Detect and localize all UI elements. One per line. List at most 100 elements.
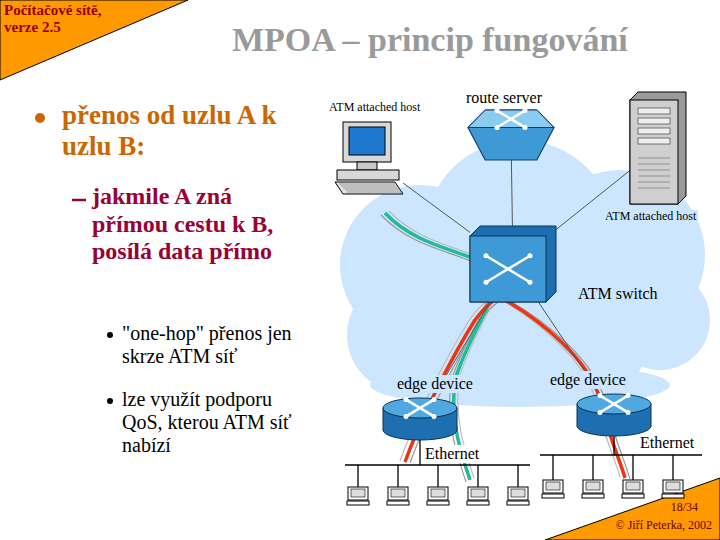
drawing-part [622,480,644,498]
node-label: route server [464,89,544,107]
drawing-part [383,398,457,418]
drawing-part [427,487,449,505]
drawing-part [552,455,553,480]
drawing-part [437,465,438,487]
drawing-part [467,487,489,505]
drawing-part [348,487,368,500]
drawing-part [343,122,391,162]
drawing-part [345,190,401,191]
drawing-part [630,100,678,204]
drawing-part [651,404,652,426]
bullet-text: přenos od uzlu A k uzlu B: [62,100,312,162]
drawing-part [613,436,614,455]
drawing-part [638,176,670,177]
drawing-part [517,465,518,487]
drawing-part [337,170,399,180]
corner-triangle [0,0,188,80]
drawing-part [540,454,702,455]
drawing-part [626,410,631,415]
drawing-part [470,226,556,302]
route-server-icon: route server [468,110,554,160]
drawing-part [432,397,437,402]
drawing-part [577,394,651,414]
drawing-part [357,465,358,487]
drawing-part [387,501,409,505]
node-label: ATM switch [576,285,660,303]
drawing-part [432,414,437,419]
network-link [511,160,512,226]
edge-router: edge device [577,394,651,436]
drawing-part [406,400,434,417]
drawing-part [632,455,633,480]
drawing-part [511,489,525,497]
network-label: Ethernet [638,434,696,452]
drawing-part [388,487,408,500]
drawing-part [598,393,603,398]
node-label: ATM attached host [603,210,698,224]
network-link [403,183,470,232]
drawing-part [477,465,478,487]
drawing-part [638,170,670,171]
drawing-part [383,408,384,430]
node-outline [630,92,686,204]
drawing-part [663,480,683,493]
bullet [107,332,113,338]
drawing-part [404,397,409,402]
drawing-part [542,480,564,498]
drawing-part [486,256,530,282]
drawing-part [468,110,554,160]
drawing-part [583,480,603,493]
drawing-part [528,280,533,285]
drawing-part [623,480,643,493]
drawing-part [431,489,445,497]
drawing-part [471,489,485,497]
page-number: 18/34 [671,501,698,515]
host-computer: ATM attached host [335,122,403,194]
data-flow [381,211,630,482]
drawing-part [486,256,530,282]
drawing-part [470,226,556,302]
node-outline [335,122,403,194]
drawing-part [543,480,563,493]
bullet [35,113,45,123]
bullet [107,398,113,404]
network-label: Ethernet [423,445,481,463]
drawing-part [523,108,528,113]
drawing-part [468,108,554,160]
drawing-part [428,487,448,500]
bullet-text: lze využít podporu QoS, kterou ATM síť n… [122,388,317,457]
bullet-dash [72,199,86,202]
drawing-part [630,92,686,204]
node-label: edge device [395,375,475,393]
drawing-part [335,182,403,194]
drawing-part [586,482,600,490]
drawing-part [339,184,395,185]
drawing-part [638,164,670,165]
drawing-part [497,111,525,128]
drawing-part [387,487,409,505]
drawing-part [626,482,640,490]
workstations [347,480,684,505]
drawing-part [592,455,593,480]
drawing-part [351,489,365,497]
drawing-part [406,400,434,417]
drawing-part [468,487,488,500]
drawing-part [542,494,564,498]
node-outline [468,110,554,160]
drawing-part [600,396,628,413]
drawing-part [638,138,670,144]
drawing-part [349,127,385,155]
drawing-part [577,404,578,426]
drawing-part [600,396,628,413]
drawing-part [528,253,533,258]
drawing-part [672,455,673,480]
drawing-part [468,110,554,128]
drawing-part [347,501,369,505]
node-outline [383,398,457,440]
drawing-part [507,487,529,505]
drawing-part [347,487,369,505]
slide-title: MPOA – princip fungování [232,20,628,59]
